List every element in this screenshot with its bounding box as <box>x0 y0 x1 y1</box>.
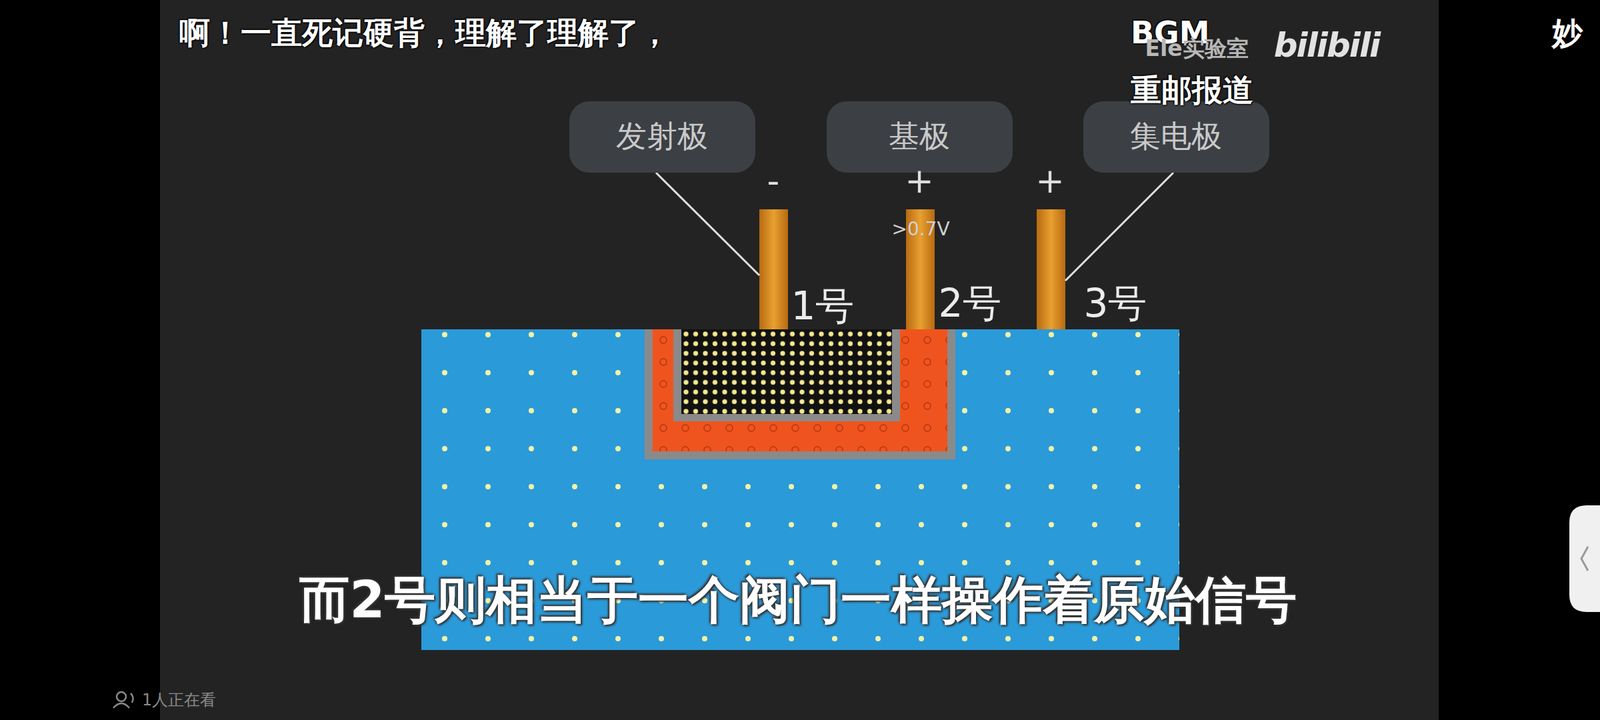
polarity-sign: + <box>1035 161 1065 202</box>
chevron-icon <box>1581 546 1588 571</box>
watermark-logo: bilibili <box>1274 26 1380 66</box>
polarity-sign: - <box>767 161 780 202</box>
callout-number: 1号 <box>791 284 855 329</box>
polarity-sign: + <box>904 161 934 202</box>
terminal-pin <box>1036 209 1066 330</box>
callout-number: 3号 <box>1084 281 1148 326</box>
danmaku-comment: 啊！一直死记硬背，理解了理解了， <box>179 15 670 51</box>
n-plus-region <box>681 329 892 414</box>
danmaku-comment: 妙 <box>1552 15 1583 51</box>
p-region <box>652 329 948 452</box>
terminal-name: 基极 <box>888 116 950 158</box>
video-subtitle: 而2号则相当于一个阀门一样操作着原始信号 <box>299 570 1298 629</box>
terminal-name-box: 集电极 <box>1083 101 1270 173</box>
video-frame <box>160 0 1439 720</box>
callout-number: 2号 <box>938 281 1002 326</box>
n-plus-electrons <box>681 329 892 414</box>
leader-line <box>1065 172 1174 281</box>
terminal-pin <box>759 209 788 330</box>
terminal-name: 发射极 <box>616 116 708 158</box>
viewer-count: 1人正在看 <box>142 691 216 710</box>
p-region-holes <box>652 329 948 452</box>
danmaku-comment: 重邮报道 <box>1130 72 1254 108</box>
leader-line <box>656 172 760 276</box>
watermark: Ele实验室 <box>1144 36 1248 62</box>
p-region-border <box>644 329 956 460</box>
viewer-icon <box>113 692 134 708</box>
voltage-label: >0.7V <box>891 218 950 240</box>
terminal-name-box: 发射极 <box>569 101 756 173</box>
n-plus-border <box>673 329 900 422</box>
terminal-name: 集电极 <box>1130 116 1222 158</box>
side-tab <box>1569 505 1600 612</box>
